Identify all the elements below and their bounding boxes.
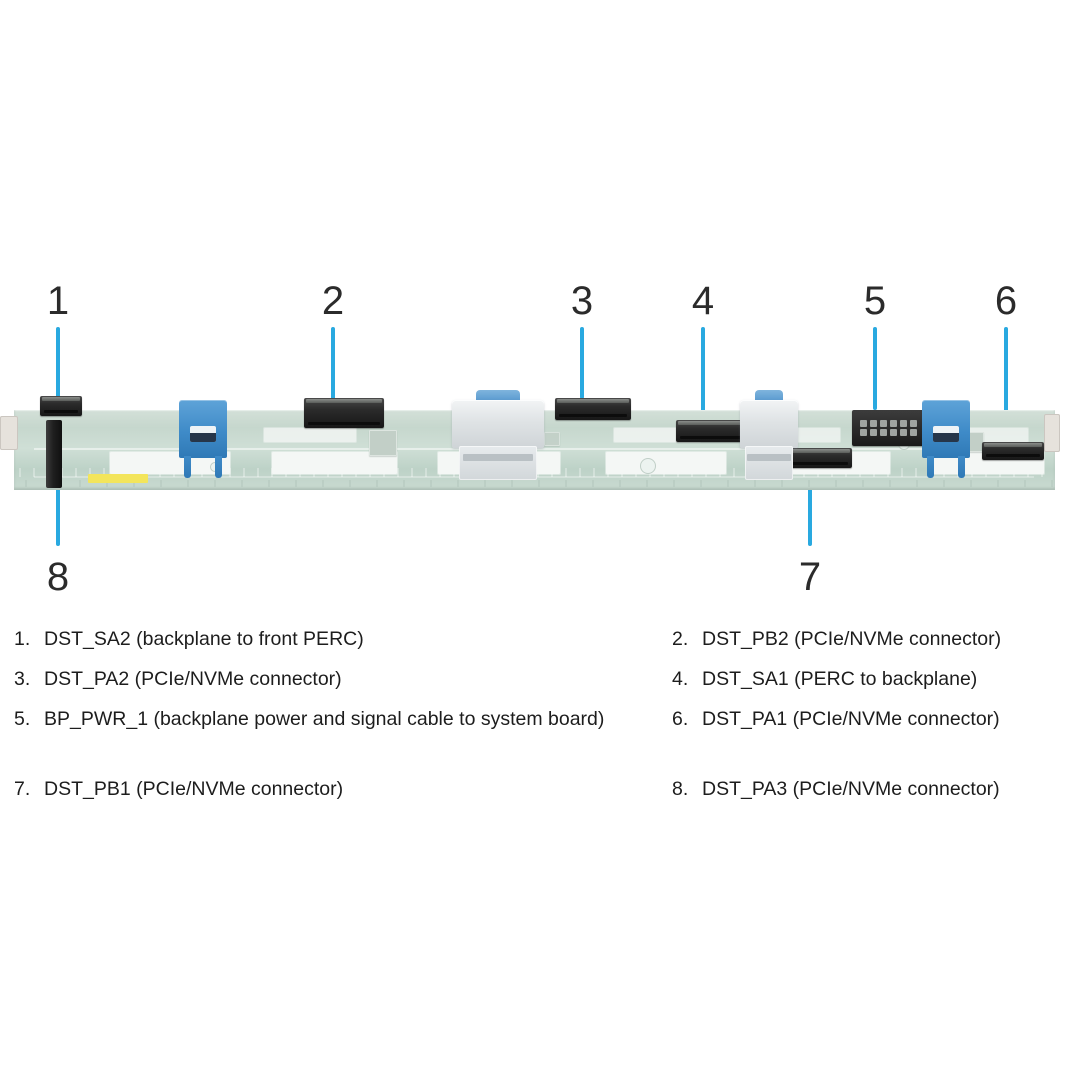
legend-item: 4. DST_SA1 (PERC to backplane): [672, 664, 1072, 694]
legend-item-number: 6.: [672, 708, 689, 730]
service-label: [88, 474, 148, 483]
leader-line-3: [580, 327, 584, 399]
callout-number-1: 1: [46, 279, 70, 323]
release-latch-left[interactable]: [179, 400, 227, 480]
leader-line-1: [56, 327, 60, 399]
legend-item-number: 7.: [14, 778, 31, 800]
power-pin: [869, 429, 877, 436]
connector-bp-pwr-1: [852, 410, 924, 446]
connector-dst-pb2: [304, 398, 384, 428]
pcb-via: [210, 462, 220, 472]
legend-item-text: DST_PB2 (PCIe/NVMe connector): [702, 628, 1002, 650]
legend-column-left: 1. DST_SA2 (backplane to front PERC) 3. …: [14, 624, 654, 814]
connector-dst-pb1: [776, 448, 852, 468]
legend-item-number: 2.: [672, 628, 689, 650]
callout-number-7: 7: [798, 555, 822, 599]
legend-item-text: DST_PA1 (PCIe/NVMe connector): [702, 708, 1000, 730]
power-pin: [889, 420, 897, 427]
legend-item: 1. DST_SA2 (backplane to front PERC): [14, 624, 654, 654]
power-pin: [909, 429, 917, 436]
legend-item: 5. BP_PWR_1 (backplane power and signal …: [14, 704, 654, 764]
leader-line-4: [701, 327, 705, 419]
callout-number-3: 3: [570, 279, 594, 323]
legend-item-number: 5.: [14, 708, 31, 730]
legend-item-text: BP_PWR_1 (backplane power and signal cab…: [44, 708, 605, 730]
legend-item-number: 1.: [14, 628, 31, 650]
legend-item-number: 3.: [14, 668, 31, 690]
pcb-pad: [606, 452, 726, 474]
callout-number-5: 5: [863, 279, 887, 323]
connector-dst-sa1: [676, 420, 752, 442]
legend-item-text: DST_PA3 (PCIe/NVMe connector): [702, 778, 1000, 800]
release-latch-right[interactable]: [922, 400, 970, 480]
power-pin: [859, 420, 867, 427]
callout-number-2: 2: [321, 279, 345, 323]
connector-dst-pa3: [46, 420, 62, 488]
pcb-pad: [272, 452, 397, 474]
legend-item: 2. DST_PB2 (PCIe/NVMe connector): [672, 624, 1072, 654]
backplane-board: [0, 390, 1060, 494]
legend-item: 7. DST_PB1 (PCIe/NVMe connector): [14, 774, 654, 804]
legend-item-text: DST_SA1 (PERC to backplane): [702, 668, 978, 690]
leader-line-7: [808, 466, 812, 546]
board-side-tab-right: [1044, 414, 1060, 452]
callout-number-6: 6: [994, 279, 1018, 323]
pcb-chip: [544, 432, 560, 446]
pcb-via: [640, 458, 656, 474]
legend-item: 6. DST_PA1 (PCIe/NVMe connector): [672, 704, 1072, 764]
power-pin-row: [856, 429, 920, 436]
legend-item-text: DST_PB1 (PCIe/NVMe connector): [44, 778, 344, 800]
connector-dst-pa1: [982, 442, 1044, 460]
power-pin: [879, 420, 887, 427]
power-pin: [859, 429, 867, 436]
power-pin: [889, 429, 897, 436]
leader-line-6: [1004, 327, 1008, 444]
power-pin: [899, 420, 907, 427]
legend-item: 3. DST_PA2 (PCIe/NVMe connector): [14, 664, 654, 694]
callout-number-4: 4: [691, 279, 715, 323]
pcb-pad: [264, 428, 356, 442]
legend-item-text: DST_PA2 (PCIe/NVMe connector): [44, 668, 342, 690]
power-pin: [909, 420, 917, 427]
connector-dst-pa2: [555, 398, 631, 420]
board-side-tab-left: [0, 416, 18, 450]
leader-line-8: [56, 434, 60, 546]
legend-item-text: DST_SA2 (backplane to front PERC): [44, 628, 364, 650]
callout-number-8: 8: [46, 555, 70, 599]
power-pin: [879, 429, 887, 436]
backplane-diagram: 1 2 3 4 5 6 8 7: [0, 279, 1060, 599]
power-pin: [869, 420, 877, 427]
legend-item-number: 8.: [672, 778, 689, 800]
leader-line-5: [873, 327, 877, 410]
mounting-bracket-right: [740, 390, 798, 488]
legend-item: 8. DST_PA3 (PCIe/NVMe connector): [672, 774, 1072, 804]
power-pin: [899, 429, 907, 436]
connector-dst-sa2: [40, 396, 82, 416]
mounting-bracket-center: [452, 390, 544, 488]
legend-column-right: 2. DST_PB2 (PCIe/NVMe connector) 4. DST_…: [672, 624, 1072, 814]
leader-line-2: [331, 327, 335, 400]
pcb-chip: [369, 430, 397, 456]
legend-item-number: 4.: [672, 668, 689, 690]
power-pin-row: [856, 420, 920, 427]
